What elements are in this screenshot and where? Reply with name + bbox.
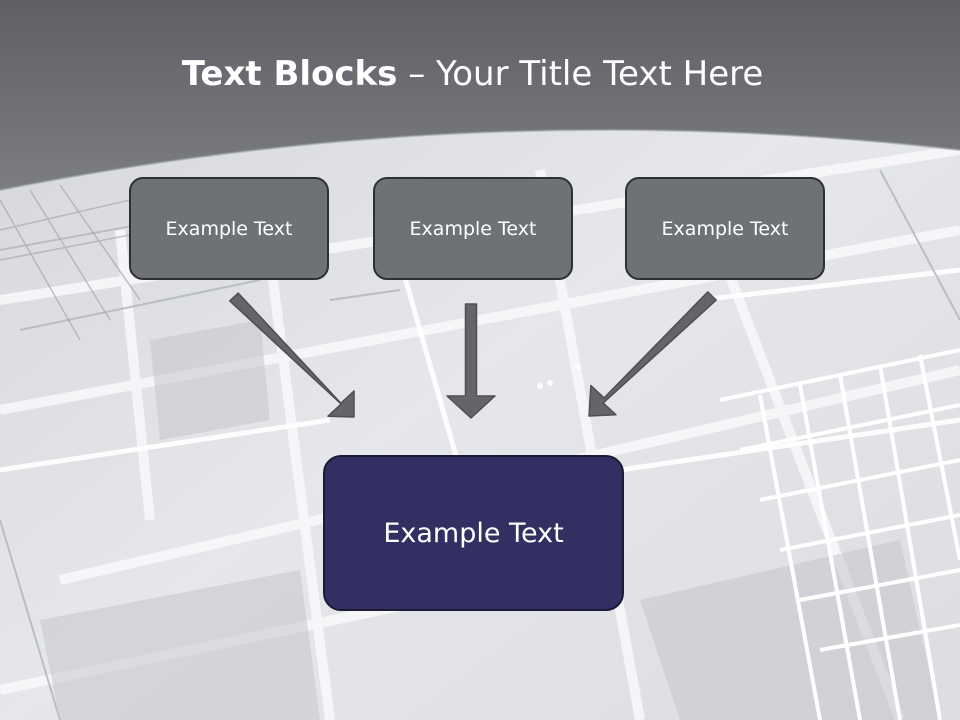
text-block-3-label: Example Text — [661, 217, 789, 240]
text-block-2[interactable]: Example Text — [373, 177, 573, 280]
arrow-left-diagonal — [229, 292, 355, 418]
main-text-block-label: Example Text — [383, 517, 564, 549]
scaffold-lines — [0, 184, 141, 341]
title-rest-part: – Your Title Text Here — [397, 54, 764, 94]
text-block-1[interactable]: Example Text — [129, 177, 329, 280]
text-block-1-label: Example Text — [165, 217, 293, 240]
arrow-center-down — [446, 303, 496, 419]
header-band — [0, 0, 960, 190]
title-bold-part: Text Blocks — [181, 54, 398, 94]
main-text-block[interactable]: Example Text — [323, 455, 624, 611]
slide-title: Text Blocks – Your Title Text Here — [0, 52, 945, 96]
floorplan-grid — [719, 348, 960, 720]
arrow-right-diagonal — [588, 291, 717, 417]
text-block-2-label: Example Text — [409, 217, 537, 240]
text-block-3[interactable]: Example Text — [625, 177, 825, 280]
